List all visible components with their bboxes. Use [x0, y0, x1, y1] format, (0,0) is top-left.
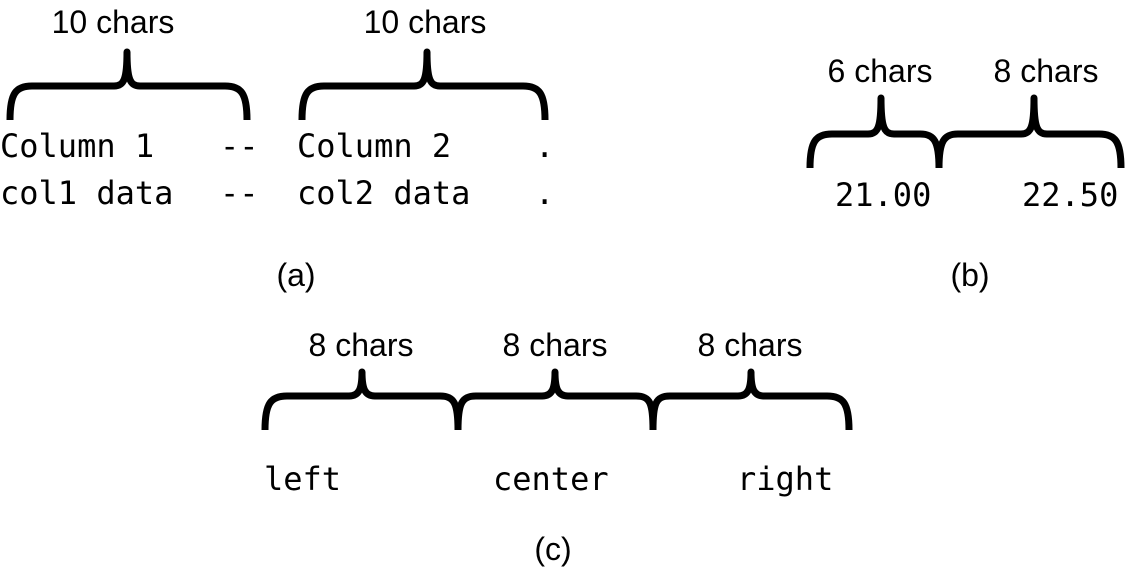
brace-a-col1	[6, 48, 251, 121]
a-row2-col1: col1 data	[0, 174, 174, 212]
a-row1-end: .	[535, 127, 555, 165]
b-value-1: 21.00	[835, 176, 932, 214]
brace-a-col2	[298, 48, 549, 121]
c-value-left: left	[264, 460, 342, 498]
a-row2-end: .	[535, 174, 555, 212]
b-value-2: 22.50	[1022, 176, 1119, 214]
a-row2-sep: --	[220, 174, 259, 212]
brace-b-col2	[935, 94, 1125, 169]
a-row2-col2: Column 2	[297, 127, 452, 165]
width-label-b-col2: 8 chars	[993, 53, 1099, 89]
width-label-a-col1: 10 chars	[51, 4, 175, 40]
width-label-c-col3: 8 chars	[697, 327, 803, 363]
width-label-a-col2: 10 chars	[363, 4, 487, 40]
caption-a: (a)	[276, 257, 316, 293]
a-row1-col1: Column 1	[0, 127, 155, 165]
c-value-right: right	[737, 460, 834, 498]
a-row1-sep: --	[220, 127, 259, 165]
caption-c: (c)	[534, 531, 572, 567]
brace-c-col3	[649, 368, 853, 431]
width-label-c-col2: 8 chars	[502, 327, 608, 363]
width-label-b-col1: 6 chars	[827, 53, 933, 89]
brace-c-col1	[261, 368, 462, 431]
brace-b-col1	[806, 94, 943, 169]
width-label-c-col1: 8 chars	[308, 327, 414, 363]
c-value-center: center	[493, 460, 609, 498]
caption-b: (b)	[950, 257, 990, 293]
a-row2-col2-data: col2 data	[297, 174, 471, 212]
brace-c-col2	[454, 368, 657, 431]
